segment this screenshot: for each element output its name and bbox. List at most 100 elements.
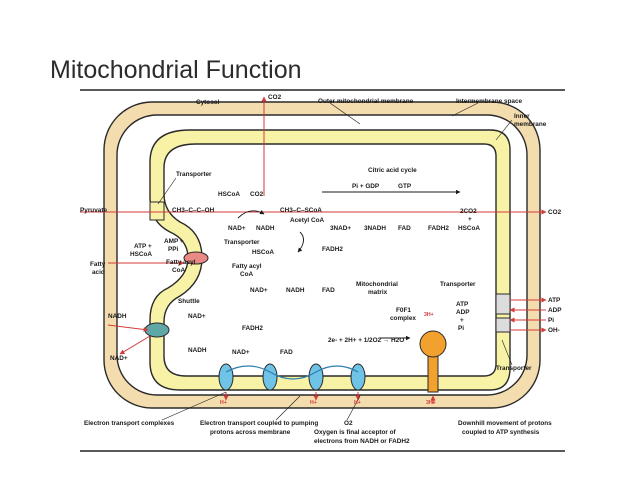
label-nad-3: NAD+	[232, 349, 250, 356]
label-oxygen-2: electrons from NADH or FADH2	[314, 438, 410, 445]
label-fad-2: FAD	[322, 287, 335, 294]
leader-etc	[161, 391, 227, 421]
label-matrix-1: Mitochondrial	[356, 281, 398, 288]
label-transporter-top: Transporter	[176, 171, 212, 178]
label-nadh-2: NADH	[286, 287, 305, 294]
label-fatty-acyl-1: Fatty acyl	[166, 259, 196, 266]
label-plus-2: +	[460, 317, 464, 324]
label-acetyl-formula: CH3–C–SCoA	[280, 207, 322, 214]
label-co2-top: CO2	[268, 94, 282, 101]
label-reaction: 2e- + 2H+ + 1/2O2 → H2O	[328, 337, 404, 344]
label-oh-out: OH-	[548, 327, 560, 334]
label-atp-pp-1: ATP +	[134, 243, 152, 250]
label-inner-2: membrane	[514, 121, 547, 128]
label-gtp: GTP	[398, 183, 412, 190]
mitochondrial-matrix	[163, 143, 497, 377]
nad-out-arrow	[119, 335, 151, 355]
label-pi-in: Pi	[458, 325, 464, 332]
label-nad-1: NAD+	[228, 225, 246, 232]
label-outer-membrane: Outer mitochondrial membrane	[318, 98, 414, 105]
label-downhill-1: Downhill movement of protons	[458, 420, 552, 427]
fatty-acyl-transporter	[183, 251, 209, 265]
leader-et-coupled	[275, 395, 301, 421]
label-f0f1-2: complex	[390, 315, 416, 322]
label-nad-left-in: NAD+	[188, 313, 206, 320]
label-co2-right: CO2	[548, 209, 562, 216]
slide-title: Mitochondrial Function	[50, 56, 302, 84]
label-2co2: 2CO2	[460, 208, 477, 215]
pdh-arrow	[237, 210, 265, 219]
nadh-shuttle	[144, 322, 170, 338]
label-etc-complexes: Electron transport complexes	[84, 420, 175, 427]
atp-synthase-head	[419, 330, 447, 358]
label-et-coupled-1: Electron transport coupled to pumping	[200, 420, 318, 427]
label-adp-in: ADP	[456, 309, 470, 316]
leader-intermembrane	[451, 102, 479, 117]
etc-complex-2	[262, 363, 278, 391]
pyruvate-transporter	[149, 201, 165, 221]
leader-transporter-bottom	[501, 339, 513, 366]
label-transporter-mid: Transporter	[224, 239, 260, 246]
etc-complex-1	[218, 363, 234, 391]
label-inner-1: Inner	[514, 113, 530, 120]
label-nadh-1: NADH	[256, 225, 275, 232]
label-pi-gdp: Pi + GDP	[352, 183, 380, 190]
label-3nad: 3NAD+	[330, 225, 351, 232]
atp-adp-transporter	[495, 293, 511, 315]
label-pyruvate-formula: CH3–C–C–OH	[172, 207, 215, 214]
label-hscoa-3: HSCoA	[252, 249, 274, 256]
label-plus: +	[468, 216, 472, 223]
label-fad-1: FAD	[398, 225, 411, 232]
label-fad-3: FAD	[280, 349, 293, 356]
label-pyruvate: Pyruvate	[80, 207, 107, 214]
label-3nadh: 3NADH	[364, 225, 386, 232]
label-nad-2: NAD+	[250, 287, 268, 294]
label-co2-pdh: CO2	[250, 191, 264, 198]
leader-inner-membrane	[495, 119, 513, 141]
label-3h-out: 3H+	[426, 400, 436, 406]
label-fatty-acyl-in-1: Fatty acyl	[232, 263, 262, 270]
leader-transporter-top	[157, 177, 177, 205]
label-citric-acid-cycle: Citric acid cycle	[368, 167, 417, 174]
electron-path	[225, 365, 359, 380]
label-oxygen-1: Oxygen is final acceptor of	[314, 429, 397, 436]
label-nadh-left: NADH	[108, 313, 127, 320]
label-adp-out: ADP	[548, 307, 562, 314]
label-cytosol: Cytosol	[196, 99, 220, 106]
label-downhill-2: coupled to ATP synthesis	[462, 429, 540, 436]
label-atp-in: ATP	[456, 301, 469, 308]
label-f0f1-1: F0F1	[396, 307, 411, 314]
label-atp-pp-2: HSCoA	[130, 251, 152, 258]
label-fatty-acid-2: acid	[92, 269, 105, 276]
label-matrix-2: matrix	[368, 289, 388, 296]
label-h-plus-2: H+	[310, 400, 317, 406]
label-transporter-bottom: Transporter	[496, 365, 532, 372]
label-h-plus-1: H+	[220, 400, 227, 406]
label-h-plus-3: H+	[354, 400, 361, 406]
nadh-in-arrow	[107, 324, 149, 332]
label-et-coupled-2: protons across membrane	[210, 429, 291, 436]
leader-outer-membrane	[329, 102, 361, 125]
label-o2: O2	[344, 420, 353, 427]
beta-ox-arrow	[297, 231, 304, 253]
label-hscoa-1: HSCoA	[218, 191, 240, 198]
label-transporter-right: Transporter	[440, 281, 476, 288]
label-hscoa-2: HSCoA	[458, 225, 480, 232]
leader-o2	[346, 395, 361, 421]
label-nadh-in: NADH	[188, 347, 207, 354]
etc-complex-3	[308, 363, 324, 391]
label-nad-left-out: NAD+	[110, 355, 128, 362]
label-fadh2-2: FADH2	[322, 246, 343, 253]
label-fatty-acid-1: Fatty	[90, 261, 106, 268]
label-intermembrane-space: Intermembrane space	[456, 98, 523, 105]
label-pi-out: Pi	[548, 317, 554, 324]
label-amp-1: AMP +	[164, 238, 184, 245]
label-3h-in: 3H+	[424, 312, 434, 318]
label-fadh2-3: FADH2	[242, 325, 263, 332]
label-acetyl-coa: Acetyl CoA	[290, 217, 324, 224]
phosphate-transporter	[495, 317, 511, 333]
label-shuttle: Shuttle	[178, 298, 200, 305]
label-fatty-acyl-2: CoA	[172, 267, 186, 274]
label-fatty-acyl-in-2: CoA	[240, 271, 254, 278]
